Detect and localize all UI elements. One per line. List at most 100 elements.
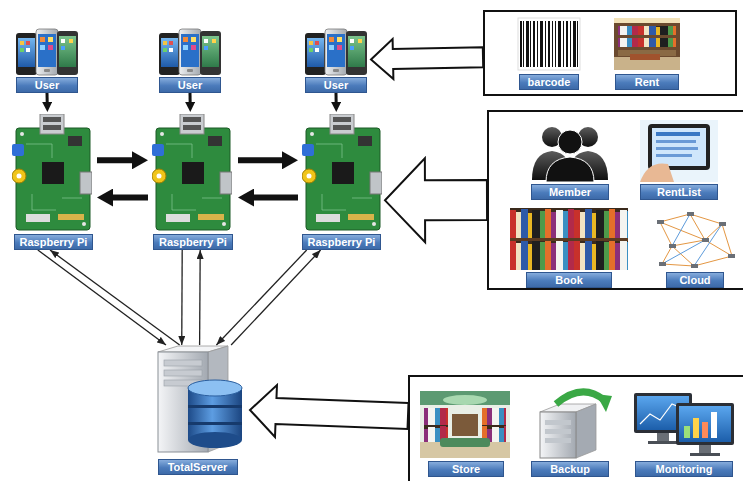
user-phone-node: User [301, 26, 371, 93]
link-arrow [181, 250, 183, 345]
backup-node: Backup [526, 389, 614, 477]
server-illustration [188, 432, 242, 448]
monitoring-node: Monitoring [630, 389, 738, 477]
service-panel: Store Backup Monitoring [408, 375, 743, 481]
backup-icon [545, 420, 571, 425]
flow-arrow [107, 195, 148, 201]
cloud-network [652, 208, 738, 270]
phone-illustration [159, 29, 221, 75]
rentlist-icon [648, 124, 710, 170]
icon-label: Rent [615, 74, 679, 90]
barcode-image [540, 21, 543, 67]
cloud-network [659, 262, 666, 266]
flow-arrow [97, 157, 138, 163]
store-photo [482, 408, 506, 442]
icon-label: Backup [531, 461, 609, 477]
backup-icon [540, 392, 612, 458]
monitoring-icon [679, 406, 731, 442]
flow-arrow [248, 195, 298, 201]
hollow-arrow [250, 385, 408, 437]
rent-photo [630, 54, 660, 60]
book-node: Book [509, 204, 629, 288]
barcode-image [563, 21, 564, 67]
rentlist-node: RentList [637, 118, 721, 200]
monitoring-icon [702, 422, 708, 438]
server-illustration [188, 380, 242, 396]
barcode-image [526, 21, 529, 67]
barcode-image [552, 21, 553, 67]
icon-label: User [305, 77, 367, 93]
rent-photo [614, 18, 680, 70]
member-icon [532, 127, 608, 182]
monitoring-icon [693, 418, 699, 438]
raspberry-pi-node: Raspberry Pi [10, 112, 97, 250]
backup-icon [596, 394, 612, 412]
store-photo [452, 414, 478, 436]
flow-arrow [335, 93, 338, 106]
rentlist-icon [640, 120, 718, 182]
store-photo [420, 391, 510, 458]
icon-label: barcode [519, 74, 579, 90]
data-panel: MemberRentListBookCloud [487, 110, 743, 290]
member-node: Member [527, 118, 613, 200]
rentlist-icon [640, 163, 674, 182]
cloud-network [657, 220, 664, 224]
raspberry-pi-node: Raspberry Pi [298, 112, 385, 250]
rent-photo [618, 26, 676, 35]
rent-photo [618, 38, 676, 47]
server-illustration [188, 405, 242, 408]
icon-label: Raspberry Pi [153, 234, 233, 250]
barcode-image [545, 21, 546, 67]
rentlist-icon [656, 147, 698, 150]
barcode-image [518, 18, 580, 70]
rentlist-icon [656, 154, 692, 157]
rentlist-icon [640, 120, 718, 182]
user-phone-node: User [12, 26, 82, 93]
barcode-image [548, 21, 550, 67]
barcode-image [520, 21, 522, 67]
icon-label: Store [428, 461, 504, 477]
hollow-arrow [371, 39, 483, 79]
monitoring-icon [690, 453, 720, 456]
cloud-network [669, 244, 676, 248]
backup-icon [545, 429, 571, 434]
book-photo [510, 208, 628, 270]
barcode-node: barcode [515, 16, 583, 90]
icon-label: Raspberry Pi [302, 234, 382, 250]
icon-label: User [16, 77, 78, 93]
cloud-network [662, 214, 722, 266]
backup-icon [540, 412, 576, 458]
barcode-image [523, 21, 524, 67]
barcode-image [533, 21, 535, 67]
raspberry-pi-node: Raspberry Pi [148, 112, 238, 250]
barcode-image [573, 21, 576, 67]
cloud-network [728, 254, 735, 258]
member-icon [558, 130, 582, 154]
hollow-arrow [385, 158, 487, 242]
raspberry-pi-board [12, 114, 92, 230]
rent-node: Rent [611, 16, 683, 90]
rentlist-icon [652, 128, 706, 166]
icon-label: Member [531, 184, 609, 200]
icon-label: User [159, 77, 221, 93]
barcode-image [566, 21, 568, 67]
barcode-image [558, 21, 561, 67]
flow-arrow [238, 157, 288, 163]
barcode-image [570, 21, 571, 67]
monitoring-icon [684, 426, 690, 438]
rentlist-icon [656, 140, 696, 143]
monitoring-icon [676, 403, 734, 445]
book-photo [510, 208, 628, 270]
backup-icon [545, 438, 571, 443]
phone-illustration [305, 29, 367, 75]
cloud-network [652, 208, 738, 270]
link-arrow [231, 250, 321, 345]
store-photo [440, 438, 490, 447]
monitoring-icon [699, 445, 711, 453]
server-illustration [188, 422, 242, 425]
flow-arrow [46, 93, 49, 106]
store-node: Store [418, 389, 514, 477]
barcode-image [577, 21, 578, 67]
